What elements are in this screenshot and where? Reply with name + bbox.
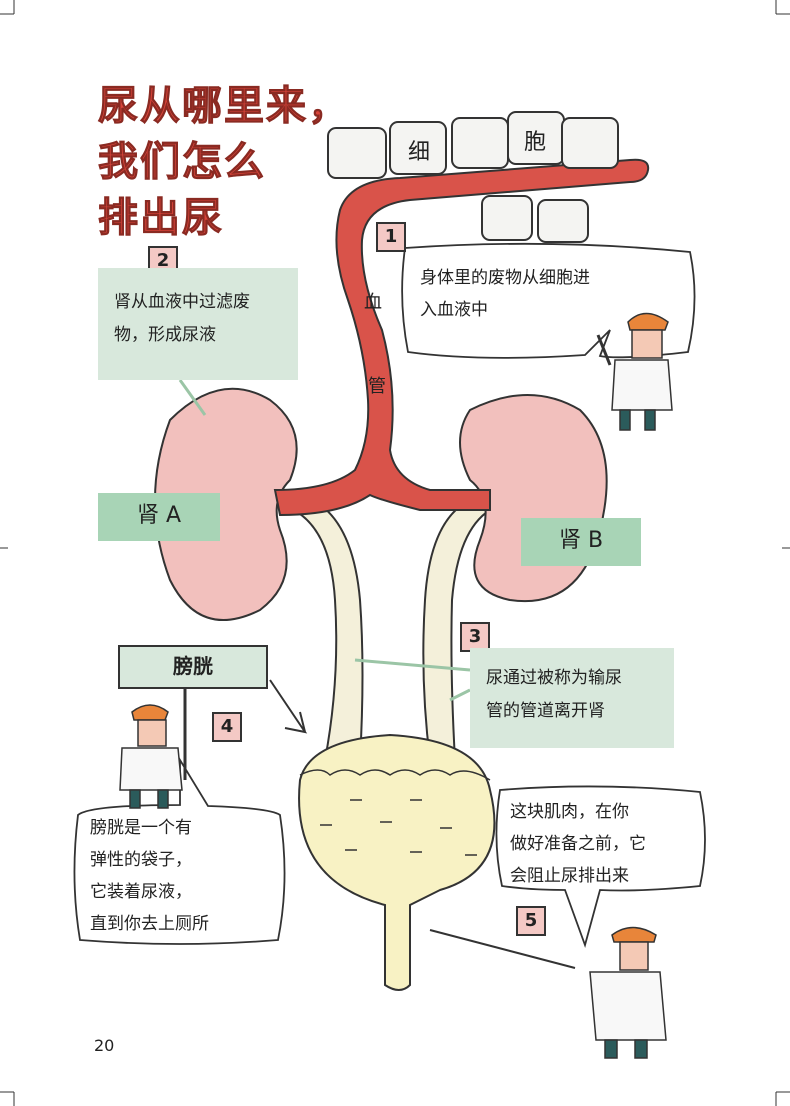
text-line: 直到你去上厕所 (90, 914, 209, 934)
speech-bubbles (73, 242, 706, 948)
text-line: 身体里的废物从细胞进 (420, 268, 590, 288)
bladder-sign: 膀胱 (118, 645, 268, 689)
text-line: 会阻止尿排出来 (510, 866, 629, 886)
doctor-figure-3 (589, 926, 667, 1059)
text-line: 这块肌肉，在你 (510, 802, 629, 822)
doctor-figure-1 (596, 312, 673, 431)
pointer-lines (178, 379, 471, 702)
step3-note: 尿通过被称为输尿 管的管道离开肾 (470, 648, 674, 748)
step-number-5: 5 (516, 906, 546, 936)
text-line: 弹性的袋子， (90, 850, 192, 870)
cell-label: 细 (408, 140, 431, 165)
ureters (279, 493, 493, 761)
bubble-text-1: 身体里的废物从细胞进 入血液中 (420, 262, 690, 326)
bubble-text-4: 膀胱是一个有 弹性的袋子， 它装着尿液， 直到你去上厕所 (90, 812, 280, 940)
pointer-stick (429, 929, 576, 969)
sign-arrow (269, 679, 308, 734)
step-number-1: 1 (376, 222, 406, 252)
text-line: 膀胱是一个有 (90, 818, 192, 838)
title-line: 排出尿 (98, 195, 224, 242)
text-line: 做好准备之前，它 (510, 834, 646, 854)
text-line: 管的管道离开肾 (486, 701, 605, 721)
text-line: 入血液中 (420, 300, 488, 320)
text-line: 肾从血液中过滤废 (114, 292, 250, 312)
kidney-b-label: 肾 B (521, 518, 641, 566)
page-title: 尿从哪里来， 我们怎么 排出尿 (98, 78, 358, 246)
cells (327, 111, 619, 243)
text-line: 物，形成尿液 (114, 325, 216, 345)
text-line: 尿通过被称为输尿 (486, 668, 622, 688)
text-line: 它装着尿液， (90, 882, 192, 902)
bladder (298, 733, 496, 991)
vessel-label: 血 (364, 292, 382, 313)
step-number-4: 4 (212, 712, 242, 742)
cell-label: 胞 (524, 130, 547, 155)
doctor-figure-2 (119, 704, 183, 809)
title-line: 我们怎么 (98, 139, 266, 186)
title-line: 尿从哪里来， (98, 83, 350, 130)
page-number: 20 (94, 1036, 115, 1055)
step2-note: 肾从血液中过滤废 物，形成尿液 (98, 268, 298, 380)
kidney-a-label: 肾 A (98, 493, 220, 541)
vessel-label: 管 (368, 376, 386, 397)
blood-vessel (273, 158, 650, 517)
bubble-text-5: 这块肌肉，在你 做好准备之前，它 会阻止尿排出来 (510, 796, 710, 892)
